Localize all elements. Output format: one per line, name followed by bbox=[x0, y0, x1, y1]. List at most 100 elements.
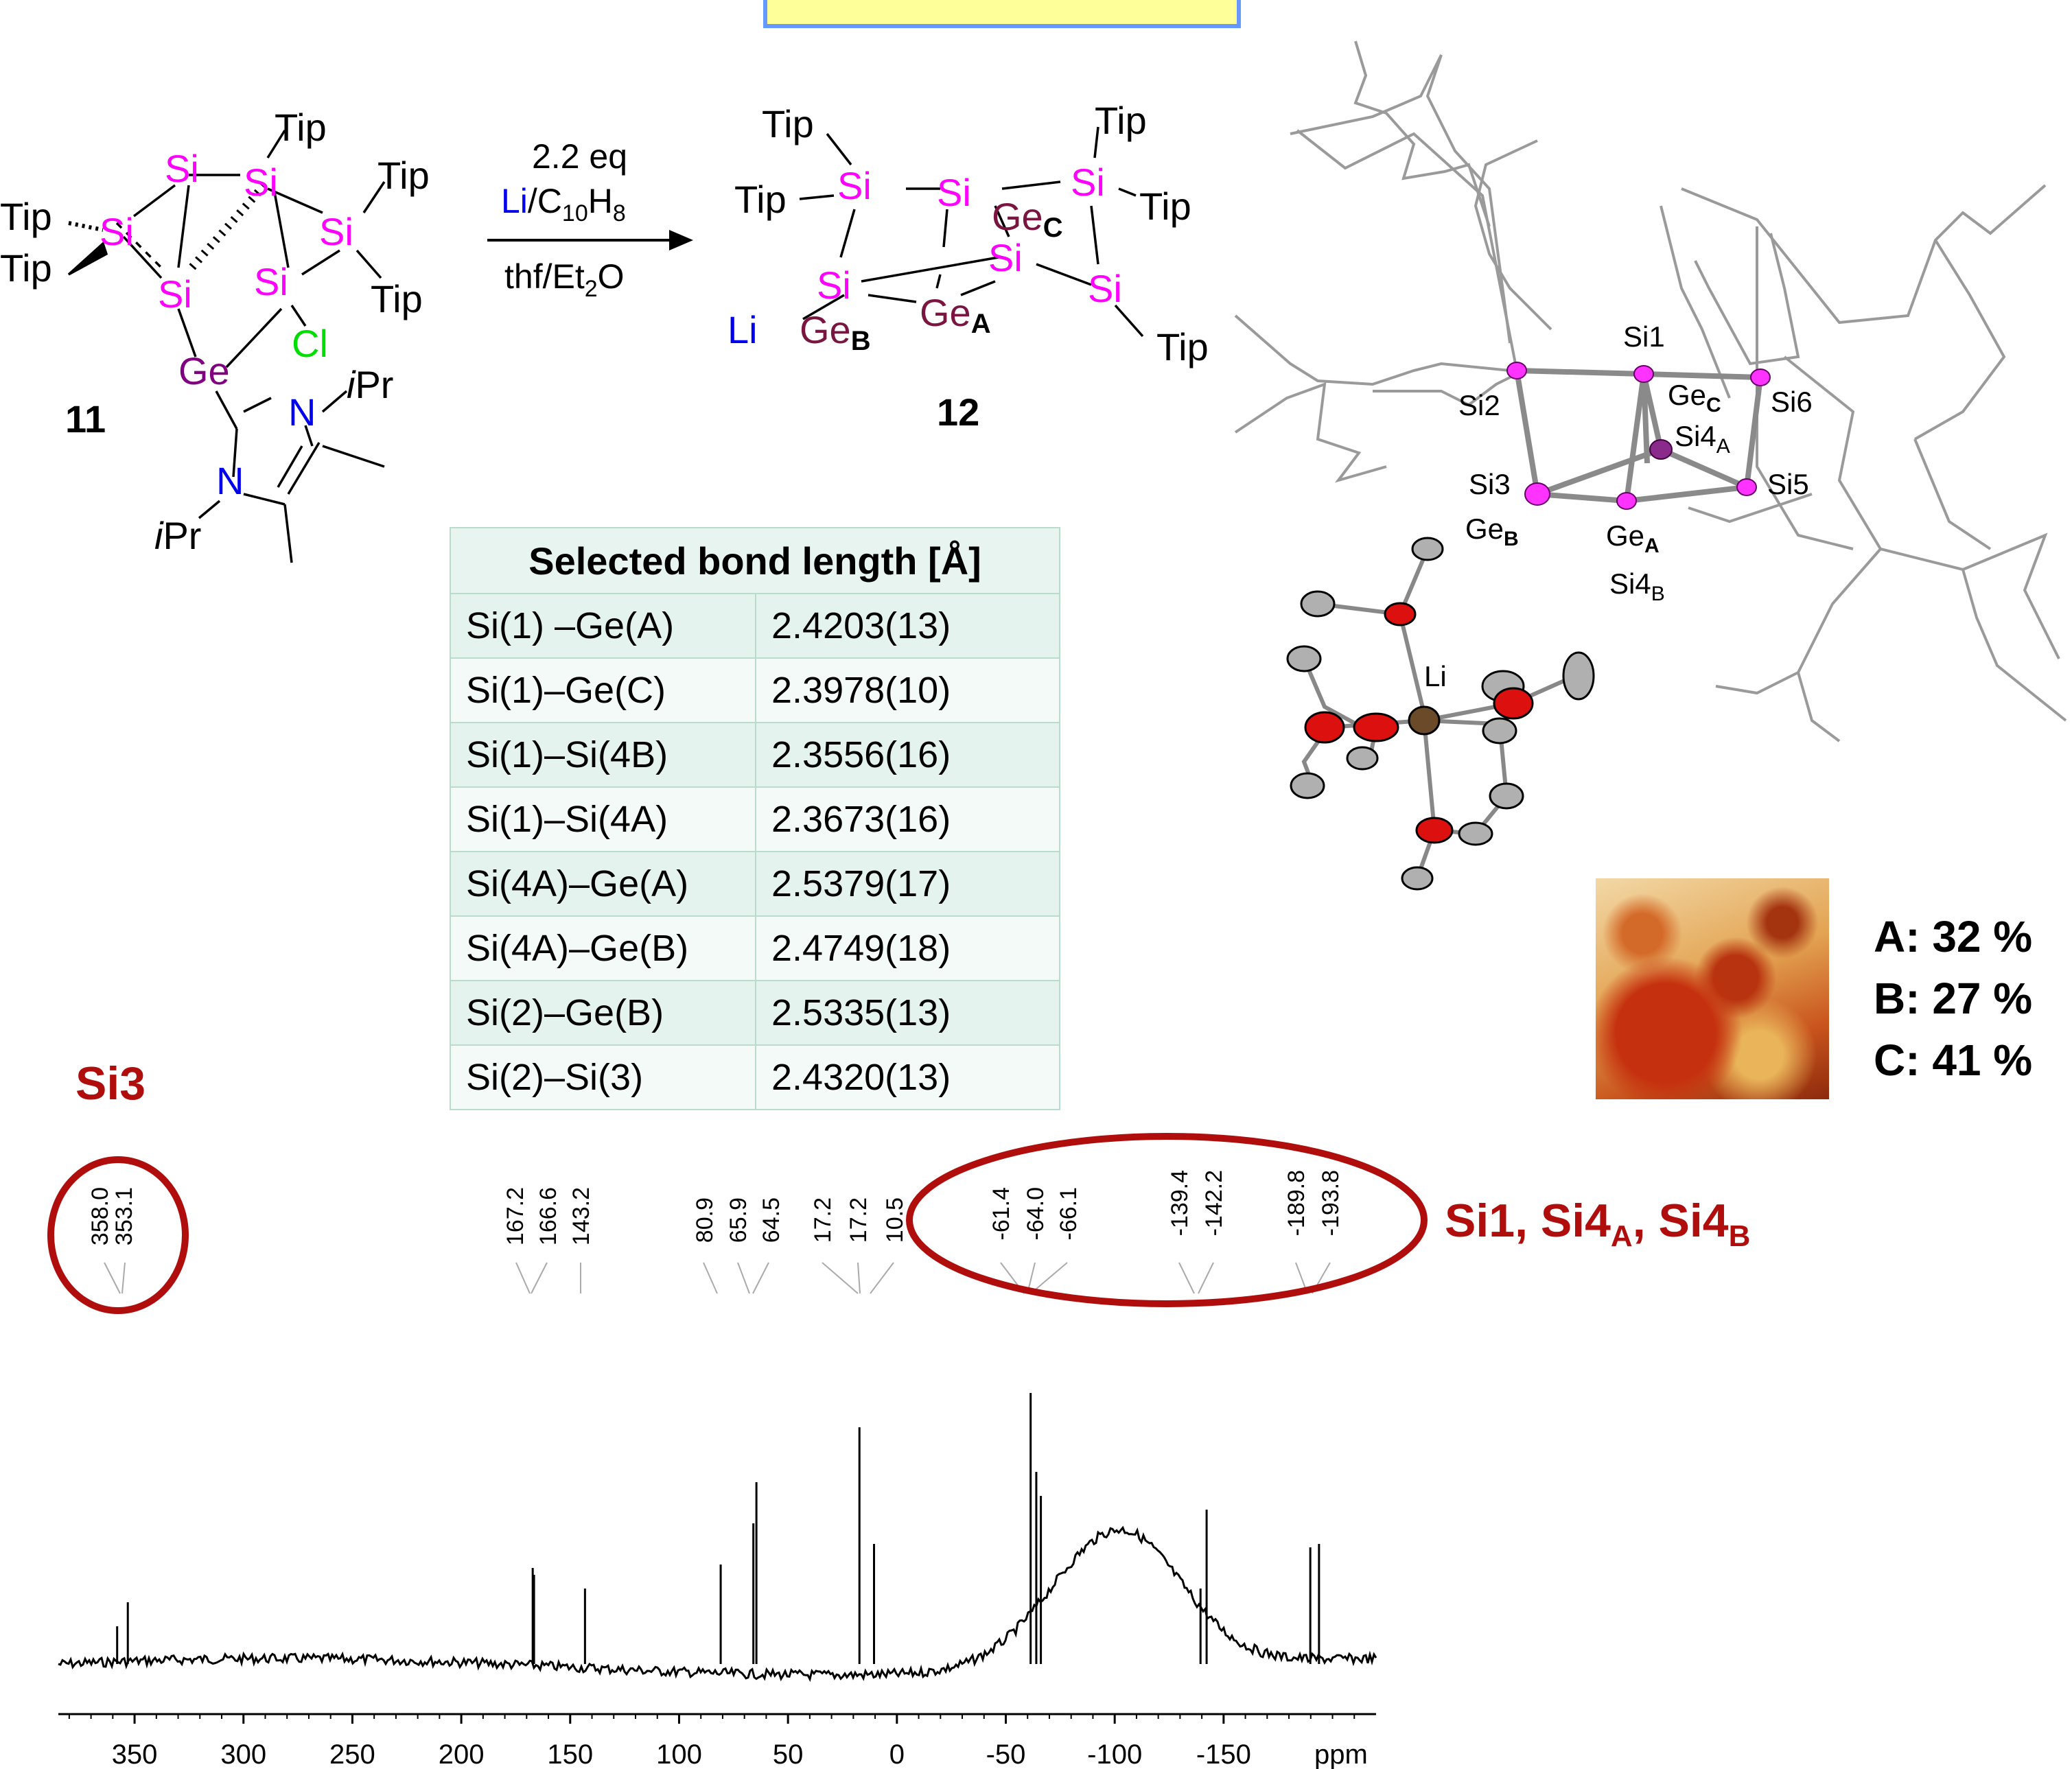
svg-text:iPr: iPr bbox=[154, 514, 201, 557]
length-cell: 2.4320(13) bbox=[755, 1044, 1060, 1110]
svg-text:Si: Si bbox=[165, 147, 199, 190]
crystal-structure-atoms bbox=[1506, 362, 1771, 510]
length-cell: 2.5335(13) bbox=[755, 980, 1060, 1046]
header-box bbox=[763, 0, 1241, 28]
crystal-structure-core bbox=[1514, 368, 1763, 504]
svg-text:Tip: Tip bbox=[377, 154, 430, 197]
bond-cell: Si(1)–Ge(C) bbox=[450, 657, 756, 723]
svg-text:Si3: Si3 bbox=[1469, 468, 1511, 500]
condition-equiv: 2.2 eq bbox=[532, 137, 627, 176]
crystal-structure-ligands bbox=[1234, 40, 2067, 742]
svg-text:Si: Si bbox=[1071, 161, 1105, 204]
nmr-axis-unit: ppm bbox=[1314, 1739, 1368, 1769]
axis-tick-label: 0 bbox=[889, 1739, 905, 1769]
peak-label: -64.0 bbox=[1023, 1187, 1049, 1241]
axis-tick-label: -100 bbox=[1087, 1739, 1142, 1769]
peak-label: 80.9 bbox=[692, 1197, 718, 1243]
svg-text:Si: Si bbox=[158, 272, 192, 316]
bond-cell: Si(1) –Ge(A) bbox=[450, 593, 756, 659]
table-row: Si(4A)–Ge(B)2.4749(18) bbox=[450, 915, 1060, 981]
svg-text:Si: Si bbox=[100, 210, 134, 253]
peak-label: 64.5 bbox=[758, 1197, 784, 1243]
svg-text:GeC: GeC bbox=[1668, 379, 1721, 417]
svg-text:Ge: Ge bbox=[178, 349, 230, 393]
nmr-spectrum-trace bbox=[58, 1525, 1377, 1683]
peak-label: -66.1 bbox=[1056, 1187, 1082, 1241]
reactant-11 bbox=[67, 130, 386, 563]
table-row: Si(1)–Si(4B)2.3556(16) bbox=[450, 722, 1060, 788]
svg-text:Si1: Si1 bbox=[1623, 320, 1665, 353]
product-li: Li bbox=[727, 308, 758, 351]
product-12 bbox=[799, 126, 1144, 338]
svg-text:Si: Si bbox=[1088, 267, 1122, 310]
axis-tick-label: 350 bbox=[112, 1739, 158, 1769]
svg-text:Cl: Cl bbox=[292, 322, 328, 365]
svg-text:Si4A: Si4A bbox=[1675, 420, 1730, 458]
occupancy-b: B: 27 % bbox=[1874, 974, 2033, 1023]
svg-text:GeB: GeB bbox=[1465, 513, 1519, 550]
svg-text:GeC: GeC bbox=[992, 195, 1063, 243]
table-title: Selected bond length [Å] bbox=[450, 527, 1060, 594]
svg-text:Tip: Tip bbox=[1156, 325, 1209, 368]
svg-text:Si: Si bbox=[244, 161, 278, 204]
reaction-arrow bbox=[487, 230, 693, 250]
peak-label: 17.2 bbox=[810, 1197, 836, 1243]
svg-text:GeA: GeA bbox=[920, 291, 991, 339]
product-12-labels: Si Si Si Si Si Si Li Tip Tip Tip Tip Tip… bbox=[727, 99, 1209, 368]
crystal-photo bbox=[1596, 878, 1829, 1099]
li-atom-label: Li bbox=[1424, 660, 1447, 692]
nmr-ticks bbox=[68, 1714, 1355, 1724]
svg-text:iPr: iPr bbox=[347, 363, 393, 406]
peak-label: -139.4 bbox=[1167, 1170, 1193, 1237]
table-row: Si(1) –Ge(A)2.4203(13) bbox=[450, 593, 1060, 659]
length-cell: 2.3556(16) bbox=[755, 722, 1060, 788]
si1-si4-highlight-ellipse bbox=[906, 1133, 1428, 1307]
peak-label: -189.8 bbox=[1283, 1170, 1309, 1237]
table-row: Si(1)–Si(4A)2.3673(16) bbox=[450, 786, 1060, 852]
svg-text:N: N bbox=[216, 459, 244, 502]
peak-label: 10.5 bbox=[882, 1197, 908, 1243]
svg-text:Tip: Tip bbox=[1095, 99, 1147, 142]
svg-text:Si: Si bbox=[319, 210, 353, 253]
peak-label: -142.2 bbox=[1201, 1170, 1227, 1237]
svg-text:Tip: Tip bbox=[762, 102, 814, 145]
svg-text:Tip: Tip bbox=[734, 178, 787, 221]
svg-text:Si5: Si5 bbox=[1767, 468, 1809, 500]
peak-leader-lines bbox=[104, 1262, 1331, 1294]
peak-label: 166.6 bbox=[535, 1187, 561, 1246]
condition-reagent: Li/C10H8 bbox=[501, 182, 626, 226]
bond-cell: Si(2)–Ge(B) bbox=[450, 980, 756, 1046]
length-cell: 2.3673(16) bbox=[755, 786, 1060, 852]
svg-text:Si6: Si6 bbox=[1771, 386, 1813, 418]
svg-text:Si: Si bbox=[817, 263, 851, 307]
si3-label: Si3 bbox=[75, 1057, 146, 1110]
length-cell: 2.4749(18) bbox=[755, 915, 1060, 981]
peak-label: 143.2 bbox=[568, 1187, 594, 1246]
svg-text:Si2: Si2 bbox=[1458, 389, 1500, 421]
length-cell: 2.4203(13) bbox=[755, 593, 1060, 659]
product-label: 12 bbox=[937, 390, 979, 434]
reactant-label: 11 bbox=[65, 397, 106, 441]
svg-text:Tip: Tip bbox=[275, 106, 327, 149]
axis-tick-label: 250 bbox=[329, 1739, 375, 1769]
table-row: Si(4A)–Ge(A)2.5379(17) bbox=[450, 851, 1060, 917]
condition-solvent: thf/Et2O bbox=[504, 257, 625, 302]
axis-tick-label: 150 bbox=[547, 1739, 593, 1769]
svg-text:Tip: Tip bbox=[0, 246, 52, 290]
svg-text:Si: Si bbox=[837, 164, 872, 207]
axis-tick-label: -50 bbox=[986, 1739, 1026, 1769]
bond-cell: Si(4A)–Ge(B) bbox=[450, 915, 756, 981]
occupancy-list: A: 32 % B: 27 % C: 41 % bbox=[1874, 906, 2032, 1091]
nmr-peaks bbox=[116, 1393, 1320, 1664]
table-row: Si(1)–Ge(C)2.3978(10) bbox=[450, 657, 1060, 723]
svg-text:GeB: GeB bbox=[800, 308, 871, 356]
svg-text:Si4B: Si4B bbox=[1609, 567, 1665, 605]
svg-text:GeA: GeA bbox=[1606, 519, 1660, 557]
axis-tick-label: 300 bbox=[220, 1739, 266, 1769]
peak-label: 17.2 bbox=[846, 1197, 872, 1243]
length-cell: 2.5379(17) bbox=[755, 851, 1060, 917]
bond-cell: Si(1)–Si(4B) bbox=[450, 722, 756, 788]
peak-label: 65.9 bbox=[725, 1197, 752, 1243]
table-row: Si(2)–Ge(B)2.5335(13) bbox=[450, 980, 1060, 1046]
